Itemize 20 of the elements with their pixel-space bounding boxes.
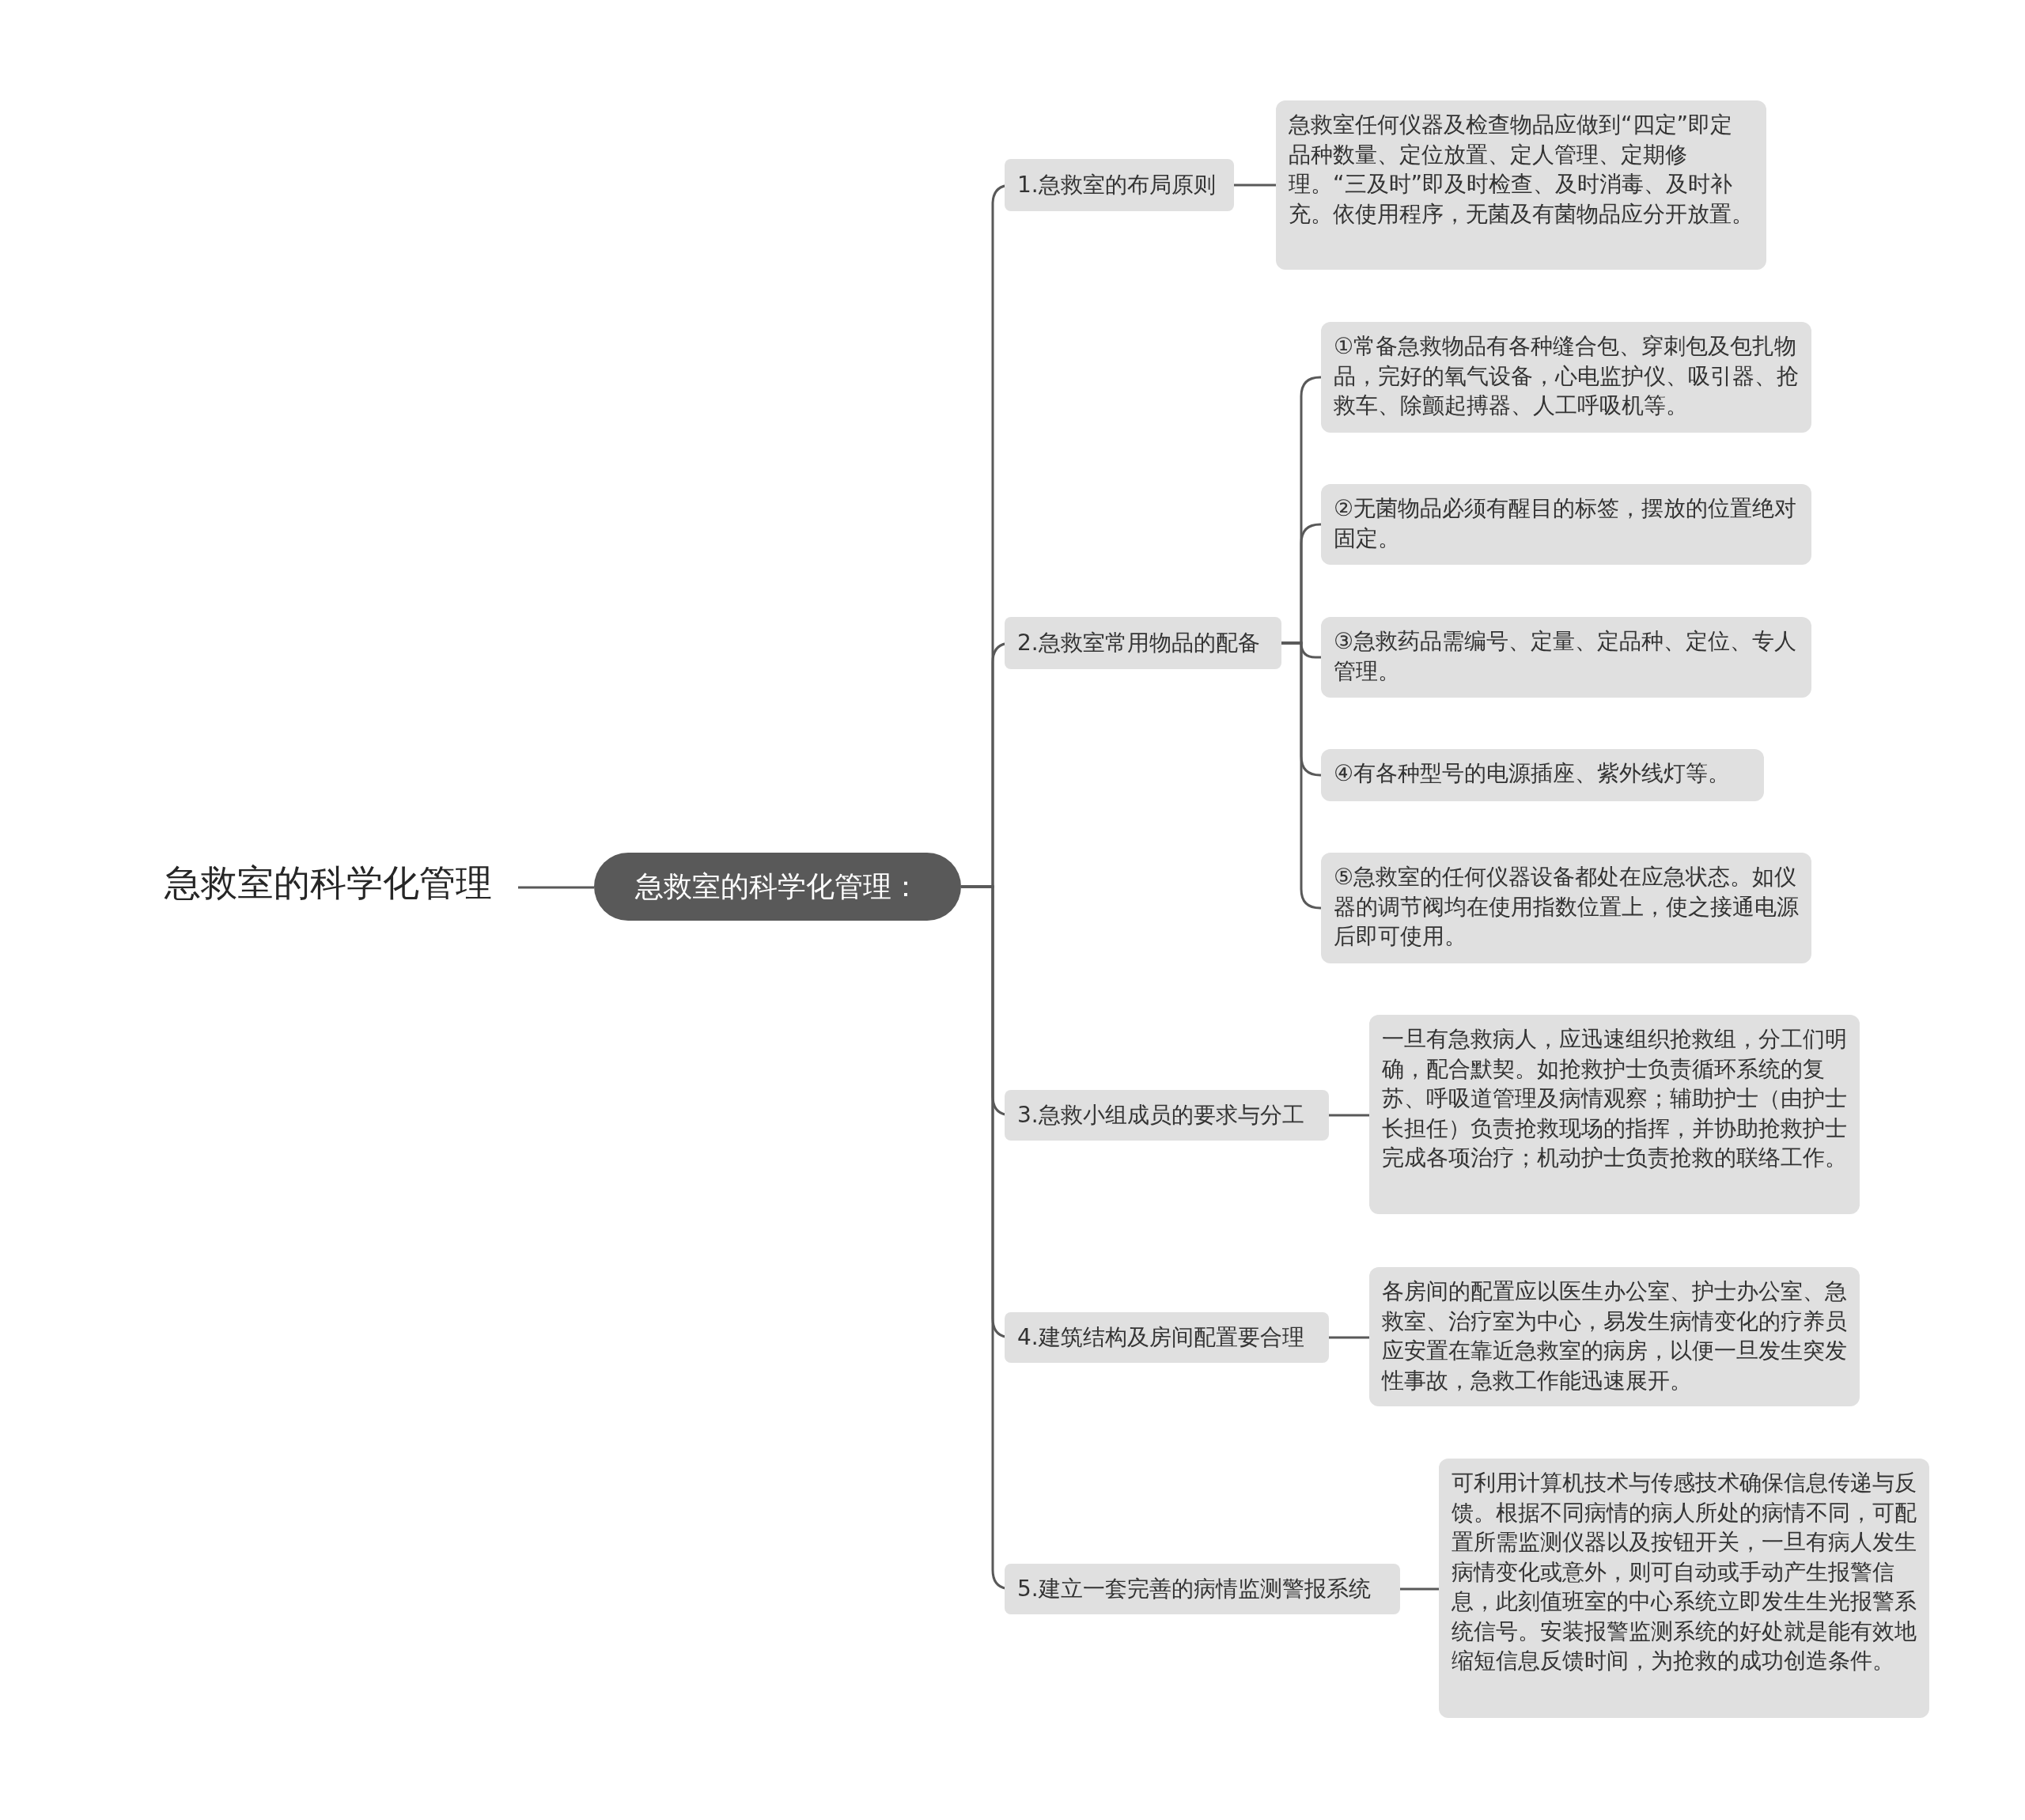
detail-note: 急救室任何仪器及检查物品应做到“四定”即定品种数量、定位放置、定人管理、定期修理。“三及时”即及时检查、及时消毒、及时补充。依使用程序，无菌及有菌物品应分开放置。 [1276, 100, 1766, 270]
connector-line [1329, 1114, 1369, 1117]
detail-note: ①常备急救物品有各种缝合包、穿刺包及包扎物品，完好的氧气设备，心电监护仪、吸引器、抢救车、除颤起搏器、人工呼吸机等。 [1321, 322, 1811, 433]
detail-note: ③急救药品需编号、定量、定品种、定位、专人管理。 [1321, 617, 1811, 698]
detail-note: ④有各种型号的电源插座、紫外线灯等。 [1321, 749, 1764, 801]
connector-line [1329, 1336, 1369, 1339]
branch-topic: 3.急救小组成员的要求与分工 [1005, 1090, 1329, 1141]
branch-topic: 1.急救室的布局原则 [1005, 159, 1234, 211]
branch-topic: 4.建筑结构及房间配置要合理 [1005, 1312, 1329, 1363]
connector-line [1400, 1587, 1439, 1591]
central-topic-pill: 急救室的科学化管理： [594, 853, 961, 921]
detail-note: 各房间的配置应以医生办公室、护士办公室、急救室、治疗室为中心，易发生病情变化的疗养员应安置在靠近急救室的病房，以便一旦发生突发性事故，急救工作能迅速展开。 [1369, 1267, 1860, 1406]
detail-note: ⑤急救室的任何仪器设备都处在应急状态。如仪器的调节阀均在使用指数位置上，使之接通电源后即可使用。 [1321, 853, 1811, 963]
detail-note: 一旦有急救病人，应迅速组织抢救组，分工们明确，配合默契。如抢救护士负责循环系统的复苏、呼吸道管理及病情观察；辅助护士（由护士长担任）负责抢救现场的指挥，并协助抢救护士完成各项治疗；机动护士负责抢救的联络工作。 [1369, 1015, 1860, 1214]
connector-line [1234, 184, 1276, 187]
detail-note: ②无菌物品必须有醒目的标签，摆放的位置绝对固定。 [1321, 484, 1811, 565]
branch-topic: 2.急救室常用物品的配备 [1005, 617, 1281, 669]
connector-line [518, 886, 594, 889]
branch-topic: 5.建立一套完善的病情监测警报系统 [1005, 1564, 1400, 1614]
detail-note: 可利用计算机技术与传感技术确保信息传递与反馈。根据不同病情的病人所处的病情不同，可配置所需监测仪器以及按钮开关，一旦有病人发生病情变化或意外，则可自动或手动产生报警信息，此刻值班室的中心系统立即发生生光报警系统信号。安装报警监测系统的好处就是能有效地缩短信息反馈时间，为抢救的成功创造条件。 [1439, 1459, 1929, 1718]
